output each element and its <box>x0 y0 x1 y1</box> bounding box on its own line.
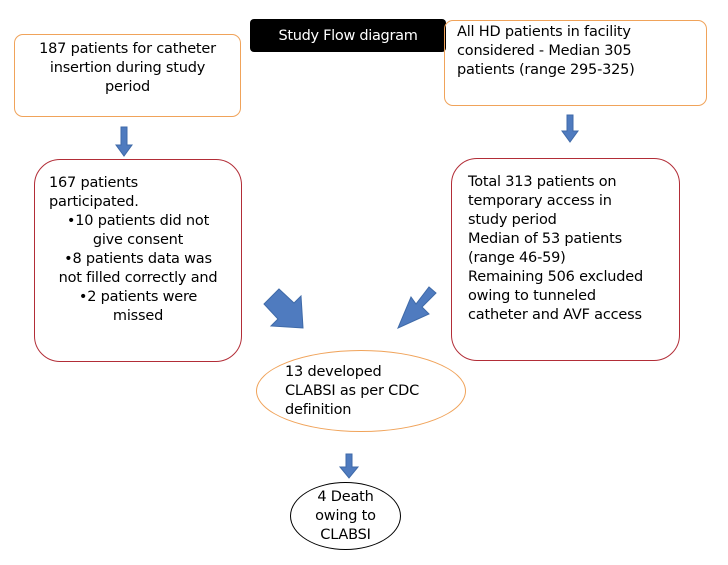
bullet-line: •10 patients did not <box>66 213 210 229</box>
insertion-node: 187 patients for catheter insertion duri… <box>14 34 241 117</box>
arrow-down-icon <box>338 453 360 479</box>
bullet-line: not filled correctly and <box>58 270 218 286</box>
clabsi-node: 13 developed CLABSI as per CDC definitio… <box>256 350 466 432</box>
temporary-access-node: Total 313 patients on temporary access i… <box>451 158 680 361</box>
node-text-line: participated. <box>49 194 139 210</box>
bullet-line: give consent <box>92 232 184 248</box>
node-text-line: CLABSI <box>320 527 371 543</box>
node-text-line: catheter and AVF access <box>468 307 642 323</box>
arrow-down-icon <box>115 126 133 157</box>
node-text-line: period <box>105 79 150 95</box>
node-text-line: patients (range 295-325) <box>457 62 635 78</box>
node-text-line: study period <box>468 212 557 228</box>
bullet-line: missed <box>112 308 164 324</box>
node-text-line: 167 patients <box>49 175 139 191</box>
bullet-line: •8 patients data was <box>64 251 212 267</box>
death-node: 4 Death owing to CLABSI <box>290 482 401 550</box>
node-text-line: owing to tunneled <box>468 288 596 304</box>
node-text-line: Remaining 506 excluded <box>468 269 644 285</box>
node-text-line: owing to <box>315 508 376 524</box>
diagram-title: Study Flow diagram <box>250 19 446 52</box>
node-text-line: insertion during study <box>49 60 206 76</box>
node-text-line: CLABSI as per CDC <box>285 383 419 399</box>
participated-node: 167 patients participated. •10 patients … <box>34 159 242 362</box>
bullet-line: •2 patients were <box>78 289 198 305</box>
node-text-line: 4 Death <box>317 489 374 505</box>
node-text-line: definition <box>285 402 352 418</box>
all-hd-node: All HD patients in facility considered -… <box>444 20 707 106</box>
arrow-down-icon <box>561 114 579 143</box>
node-text-line: Total 313 patients on <box>468 174 617 190</box>
node-text-line: All HD patients in facility <box>457 24 631 40</box>
node-text-line: (range 46-59) <box>468 250 566 266</box>
node-text-line: temporary access in <box>468 193 612 209</box>
node-text-line: 13 developed <box>285 364 382 380</box>
node-text-line: 187 patients for catheter <box>39 41 216 57</box>
node-text-line: considered - Median 305 <box>457 43 632 59</box>
arrow-diagonal-icon <box>397 286 437 329</box>
arrow-diagonal-icon <box>263 288 304 329</box>
node-text-line: Median of 53 patients <box>468 231 622 247</box>
